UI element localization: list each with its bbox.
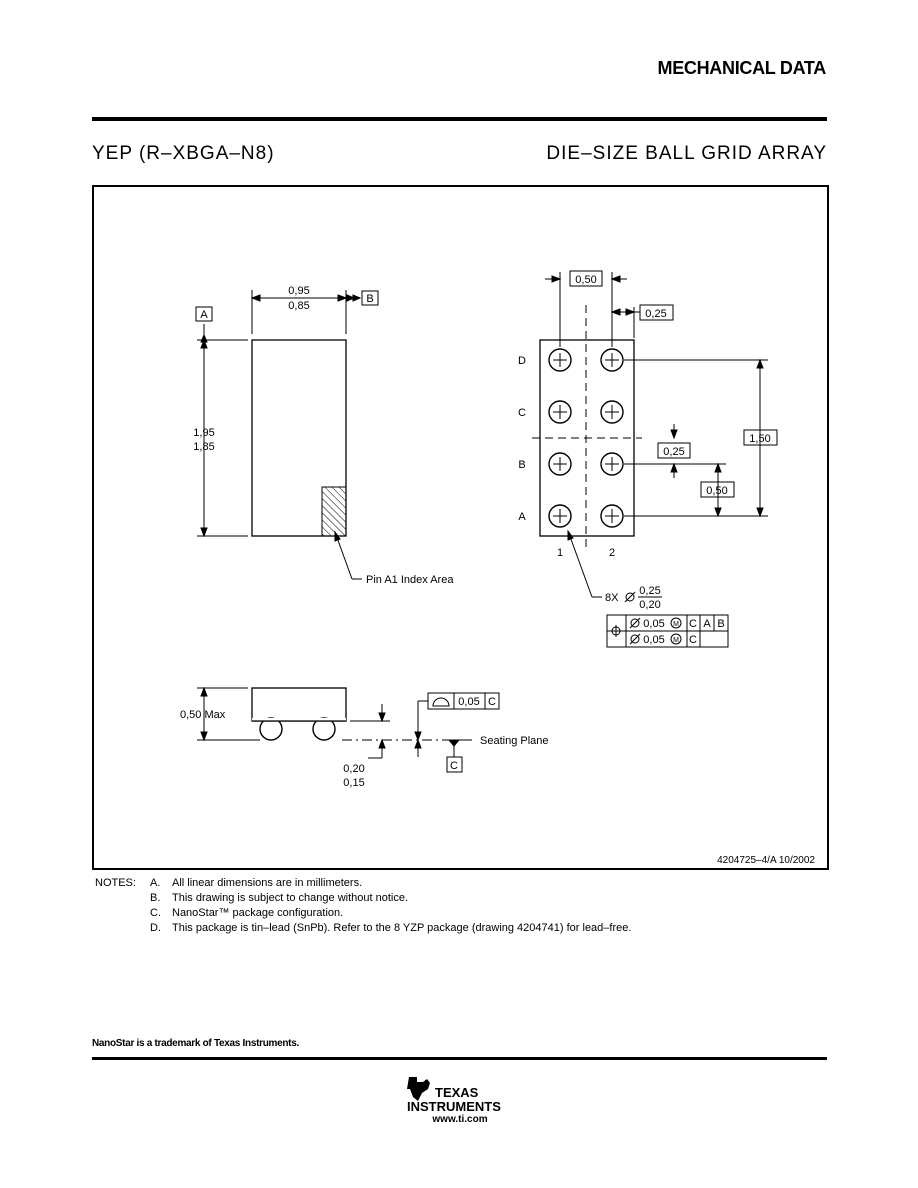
ball-d2: [600, 348, 624, 372]
height-label: 0,50 Max: [180, 709, 226, 721]
width-max: 0,95: [288, 285, 309, 297]
ball-count-label: 8X: [605, 592, 619, 604]
tol2-datum-c: C: [689, 634, 697, 646]
note-item: A.All linear dimensions are in millimete…: [150, 877, 363, 889]
flatness-datum: C: [488, 696, 496, 708]
standoff-min: 0,15: [343, 777, 364, 789]
footer-rule: [92, 1057, 827, 1060]
length-max: 1,95: [193, 427, 214, 439]
texas-instruments-logo: TEXAS INSTRUMENTS: [407, 1077, 501, 1114]
row-span-label: 1,50: [749, 433, 770, 445]
brand-line-2: INSTRUMENTS: [407, 1099, 501, 1114]
datum-a-label: A: [200, 309, 208, 321]
tol1-datum-b: B: [717, 618, 724, 630]
ball-b2: [600, 452, 624, 476]
ball-a1: [548, 504, 572, 528]
package-body-side-view: [251, 687, 347, 722]
tol1-value: 0,05: [643, 618, 664, 630]
tol2-value: 0,05: [643, 634, 664, 646]
tol1-datum-a: A: [703, 618, 711, 630]
ball-c1: [548, 400, 572, 424]
datum-c-label: C: [450, 760, 458, 772]
pitch-top-label: 0,50: [575, 274, 596, 286]
col-label-2: 2: [609, 547, 615, 559]
pin-a1-index-area: [321, 486, 347, 537]
col-label-1: 1: [557, 547, 563, 559]
package-code: YEP (R–XBGA–N8): [92, 143, 275, 164]
trademark-note: NanoStar is a trademark of Texas Instrum…: [92, 1038, 299, 1049]
texas-state-icon: [407, 1077, 430, 1101]
row-label-c: C: [518, 407, 526, 419]
ball-grid: [548, 348, 624, 528]
tol1-modifier: M: [673, 621, 679, 628]
tol1-datum-c: C: [689, 618, 697, 630]
brand-line-1: TEXAS: [435, 1085, 479, 1100]
package-body-top-view: [251, 339, 347, 537]
note-item: C.NanoStar™ package configuration.: [150, 907, 344, 919]
tol2-modifier: M: [673, 637, 679, 644]
ball-c2: [600, 400, 624, 424]
row-label-b: B: [518, 459, 525, 471]
ball-a2: [600, 504, 624, 528]
row-label-d: D: [518, 355, 526, 367]
length-min: 1,85: [193, 441, 214, 453]
flatness-value: 0,05: [458, 696, 479, 708]
page-header-title: MECHANICAL DATA: [657, 58, 827, 78]
width-min: 0,85: [288, 300, 309, 312]
datum-b-label: B: [366, 293, 373, 305]
row-pitch-label: 0,50: [706, 485, 727, 497]
drawing-frame: 0,95 0,85 B A 1,95 1,85 Pin A1 Index Are…: [92, 185, 829, 870]
edge-offset-label: 0,25: [645, 308, 666, 320]
ti-url[interactable]: www.ti.com: [432, 1114, 488, 1125]
seating-plane-label: Seating Plane: [480, 735, 549, 747]
index-area-label: Pin A1 Index Area: [366, 574, 454, 586]
row-label-a: A: [518, 511, 526, 523]
center-offset-label: 0,25: [663, 446, 684, 458]
drawing-number: 4204725–4/A 10/2002: [717, 855, 815, 866]
package-type: DIE–SIZE BALL GRID ARRAY: [546, 143, 827, 164]
standoff-max: 0,20: [343, 763, 364, 775]
note-item: B.This drawing is subject to change with…: [150, 892, 409, 904]
ball-b1: [548, 452, 572, 476]
notes-label: NOTES:: [95, 877, 136, 889]
ball-dia-max: 0,25: [639, 585, 660, 597]
ball-dia-min: 0,20: [639, 599, 660, 611]
header-rule: [92, 117, 827, 121]
mechanical-drawing: 0,95 0,85 B A 1,95 1,85 Pin A1 Index Are…: [180, 270, 815, 866]
ball-d1: [548, 348, 572, 372]
note-item: D.This package is tin–lead (SnPb). Refer…: [150, 922, 632, 934]
